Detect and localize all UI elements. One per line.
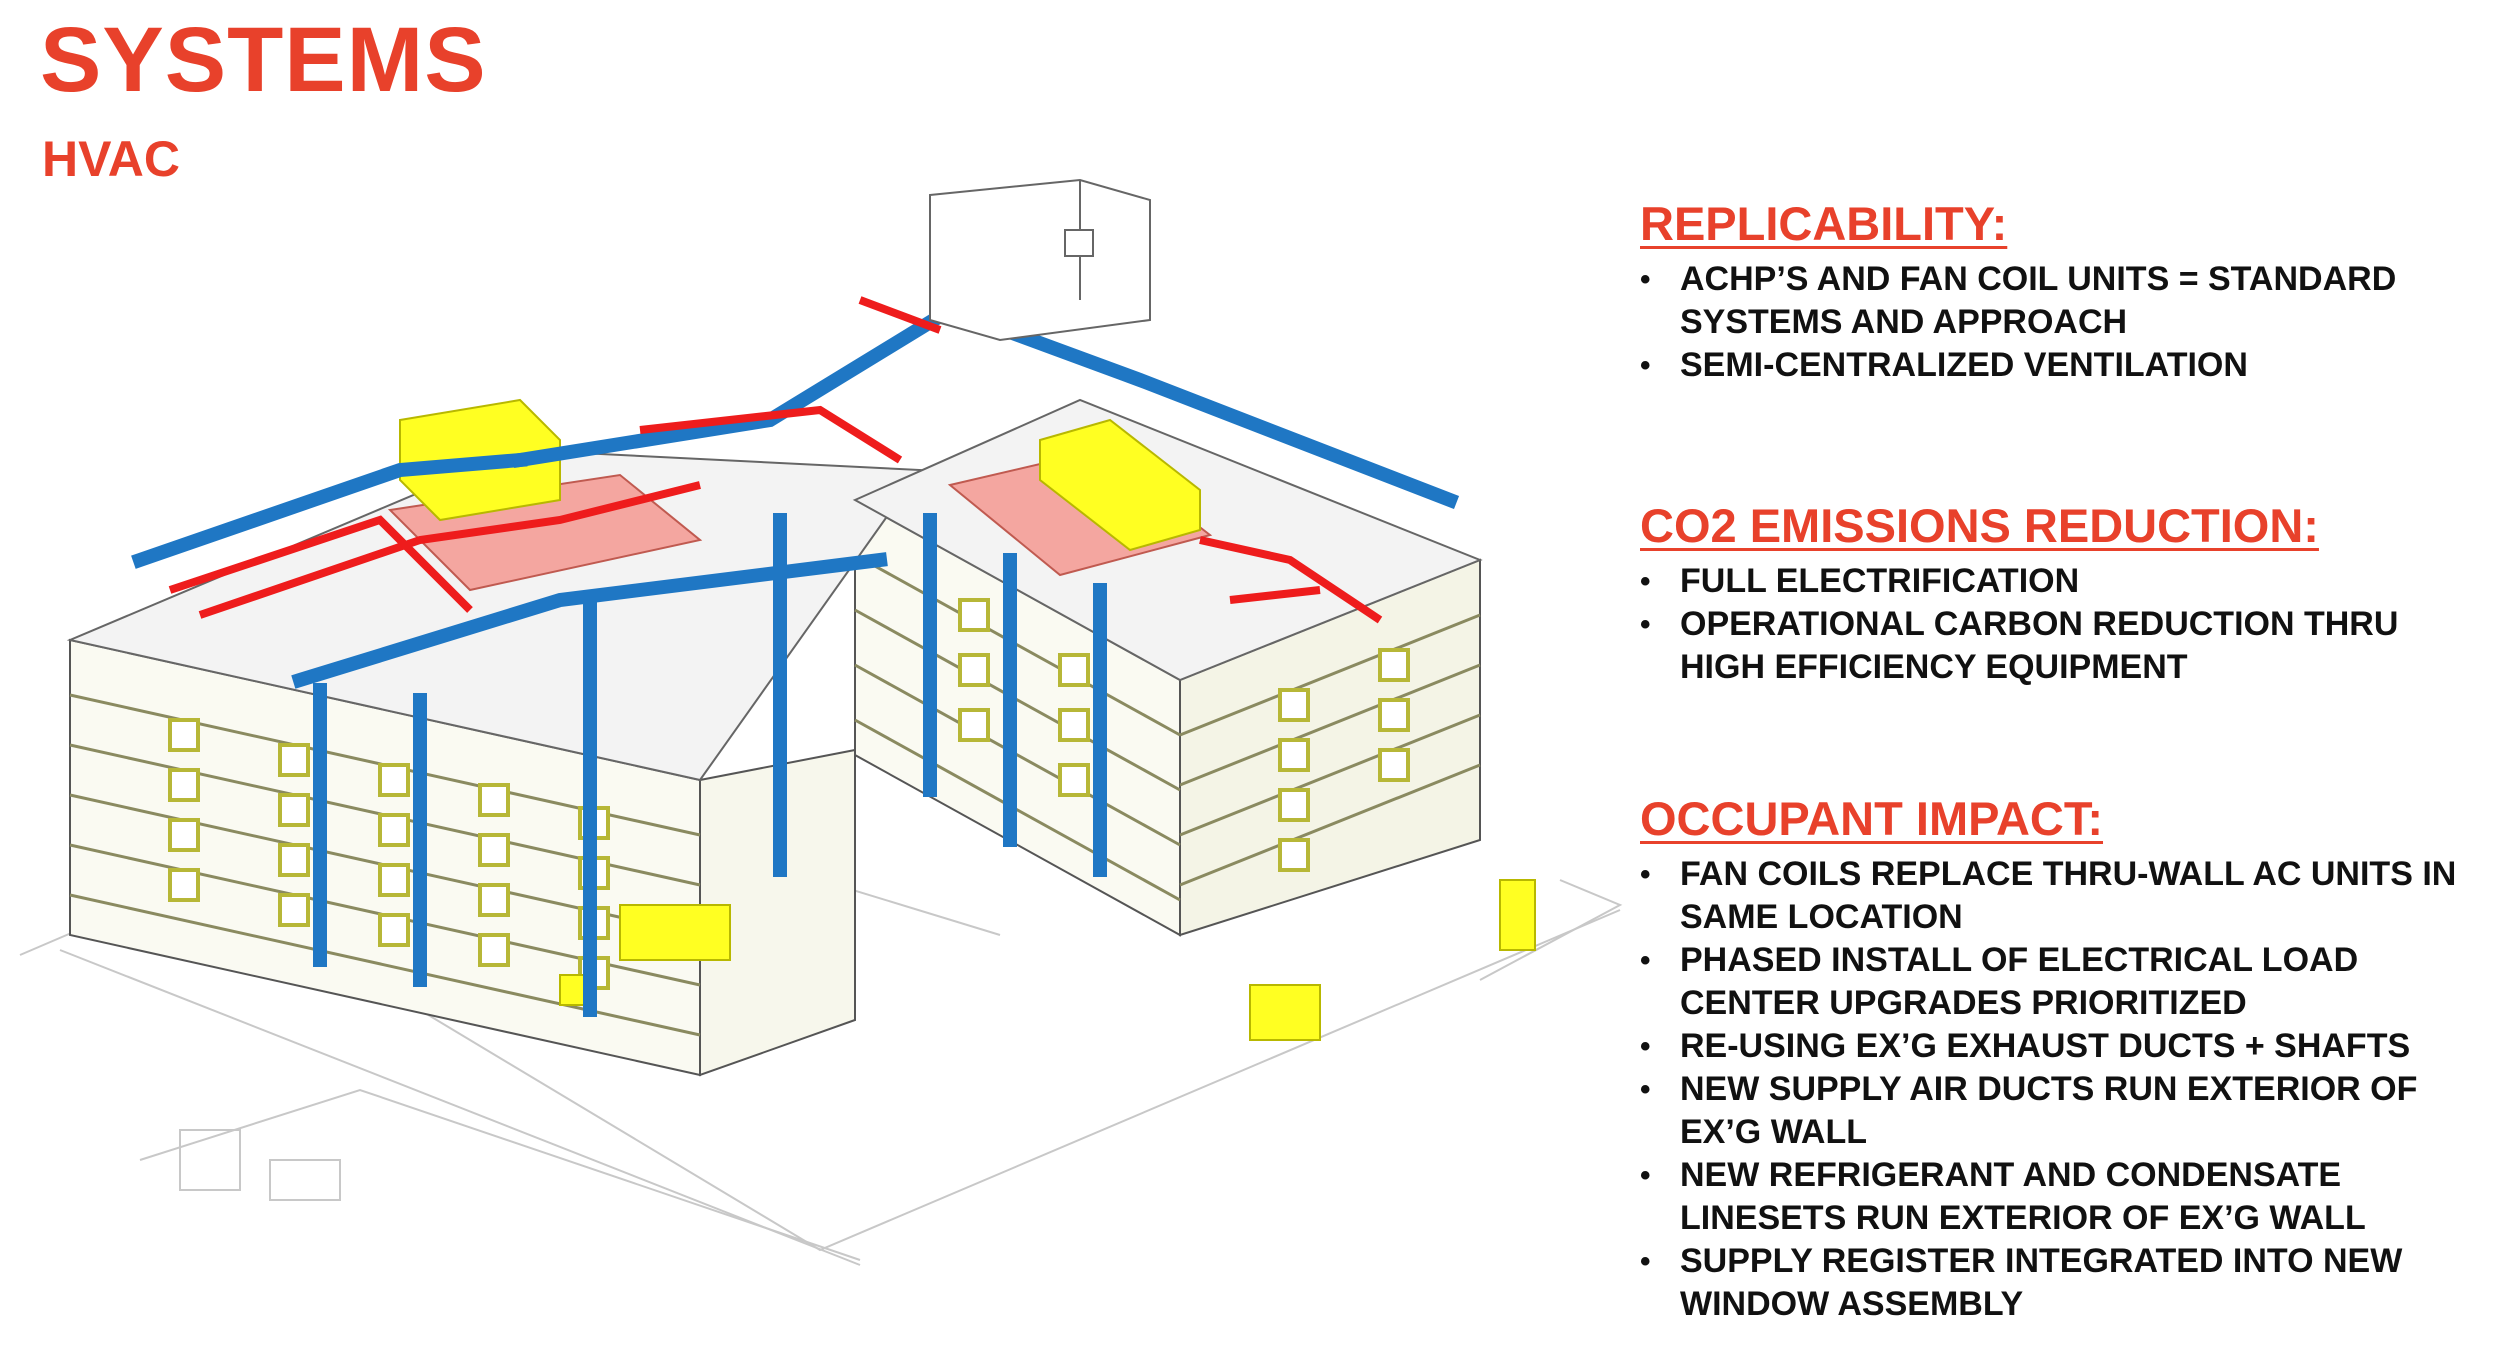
list-item: NEW REFRIGERANT AND CONDENSATE LINESETS … (1640, 1154, 2490, 1240)
list-item: ACHP’S AND FAN COIL UNITS = STANDARD SYS… (1640, 258, 2490, 344)
bullet-list: ACHP’S AND FAN COIL UNITS = STANDARD SYS… (1640, 258, 2490, 387)
bullet-list: FAN COILS REPLACE THRU-WALL AC UNITS IN … (1640, 853, 2490, 1326)
list-item: NEW SUPPLY AIR DUCTS RUN EXTERIOR OF EX’… (1640, 1068, 2490, 1154)
list-item: FAN COILS REPLACE THRU-WALL AC UNITS IN … (1640, 853, 2490, 939)
building-hvac-diagram (19, 178, 1623, 1266)
page-title: SYSTEMS (40, 9, 487, 111)
rooftop-bulkhead (929, 178, 1151, 342)
bullet-list: FULL ELECTRIFICATION OPERATIONAL CARBON … (1640, 560, 2490, 689)
achp-units (399, 398, 1536, 1041)
list-item: FULL ELECTRIFICATION (1640, 560, 2490, 603)
list-item: RE-USING EX’G EXHAUST DUCTS + SHAFTS (1640, 1025, 2490, 1068)
list-item: SUPPLY REGISTER INTEGRATED INTO NEW WIND… (1640, 1240, 2490, 1326)
refrigerant-linesets (168, 296, 1383, 624)
section-co2-emissions-reduction: CO2 EMISSIONS REDUCTION: FULL ELECTRIFIC… (1640, 498, 2490, 689)
section-replicability: REPLICABILITY: ACHP’S AND FAN COIL UNITS… (1640, 196, 2490, 387)
section-occupant-impact: OCCUPANT IMPACT: FAN COILS REPLACE THRU-… (1640, 791, 2490, 1326)
page-subtitle: HVAC (42, 131, 180, 187)
list-item: SEMI-CENTRALIZED VENTILATION (1640, 344, 2490, 387)
middle-facade (699, 748, 856, 1077)
section-heading: REPLICABILITY: (1640, 197, 2008, 250)
list-item: OPERATIONAL CARBON REDUCTION THRU HIGH E… (1640, 603, 2490, 689)
section-heading: CO2 EMISSIONS REDUCTION: (1640, 499, 2319, 552)
list-item: PHASED INSTALL OF ELECTRICAL LOAD CENTER… (1640, 939, 2490, 1025)
section-heading: OCCUPANT IMPACT: (1640, 792, 2104, 845)
